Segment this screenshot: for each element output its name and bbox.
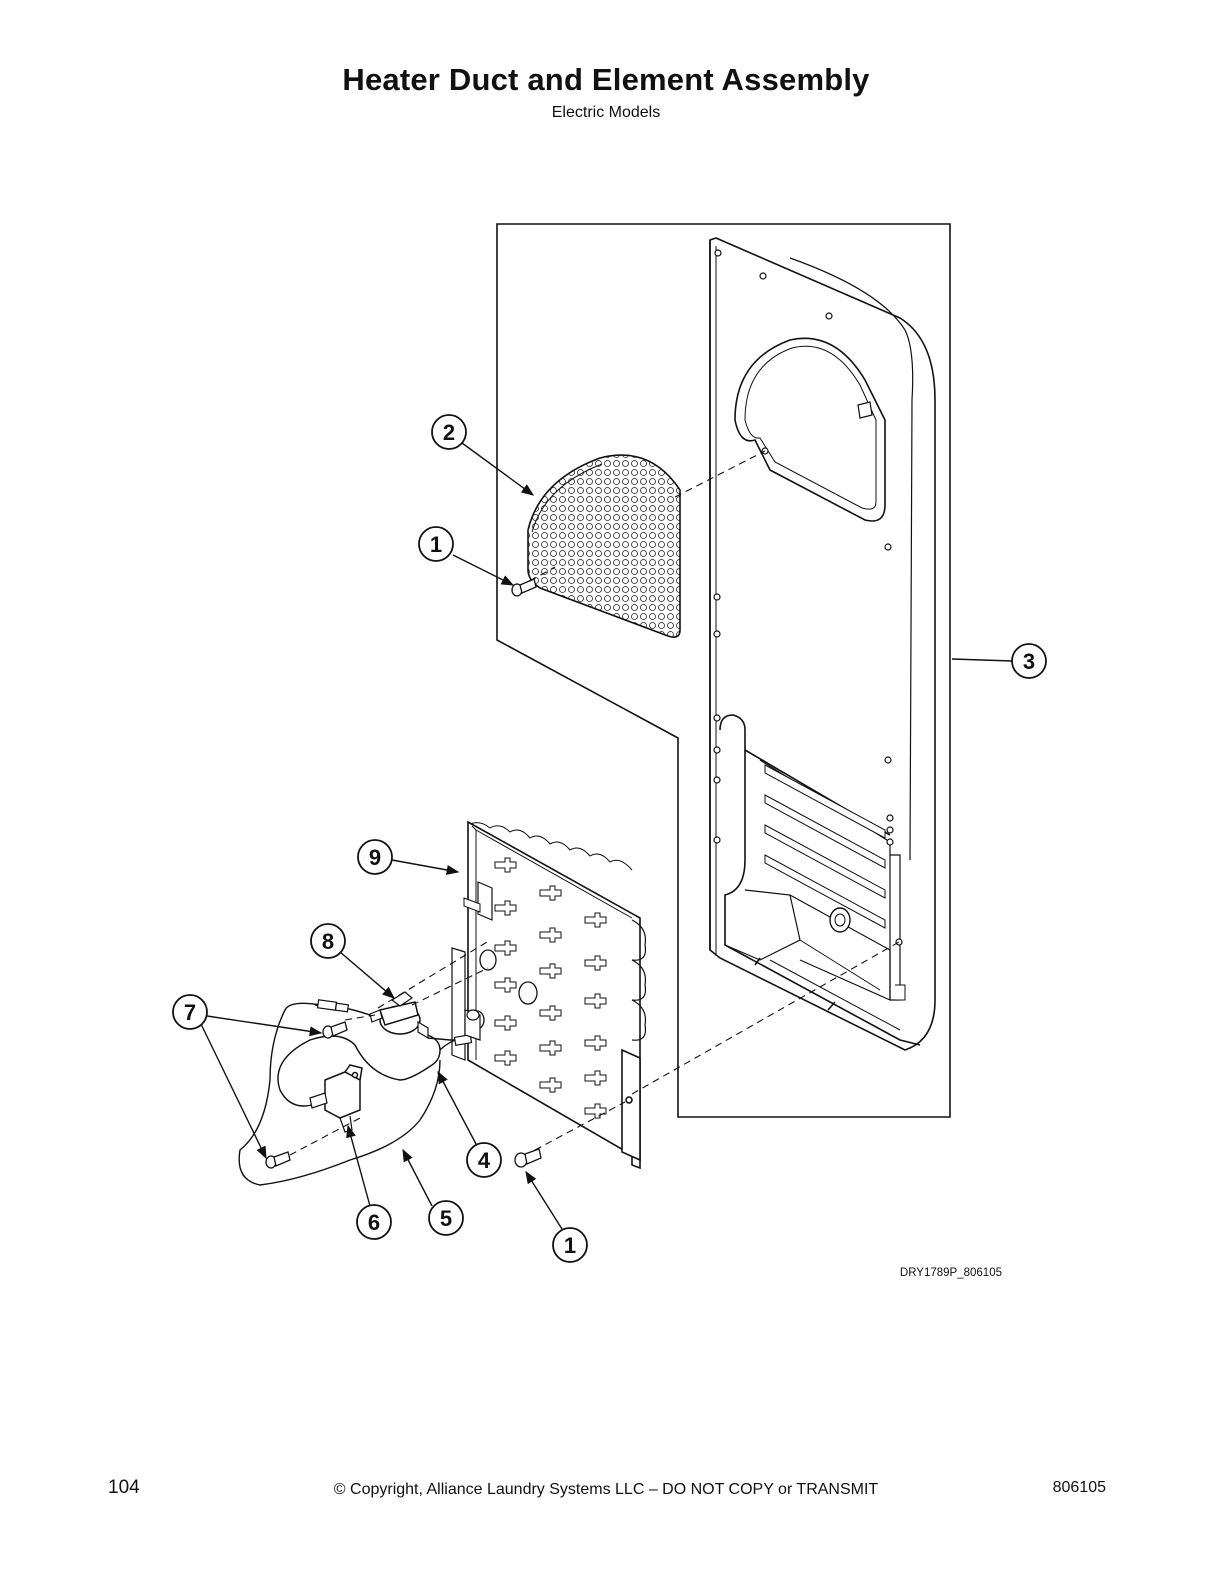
callout-5: 5 — [428, 1200, 464, 1236]
callout-4-label: 4 — [478, 1148, 491, 1173]
callout-2: 2 — [431, 414, 467, 450]
callout-8-label: 8 — [322, 929, 334, 954]
assembly-dash-lines — [289, 450, 900, 1156]
callout-3-label: 3 — [1023, 649, 1035, 674]
screw-grille — [511, 578, 537, 597]
callout-1-bottom-label: 1 — [564, 1233, 576, 1258]
callout-bubbles: 2 1 3 9 8 7 4 5 — [172, 414, 1047, 1263]
screw-element-plate — [514, 1148, 542, 1168]
page-number: 104 — [108, 1477, 140, 1498]
callout-1-bottom: 1 — [552, 1227, 588, 1263]
duct-mounting-holes — [713, 249, 903, 946]
page-title: Heater Duct and Element Assembly — [342, 62, 870, 97]
assembly-frame-outline — [496, 223, 951, 1118]
callout-6-label: 6 — [368, 1210, 380, 1235]
leader-lines — [199, 442, 1013, 1230]
callout-4: 4 — [466, 1142, 502, 1178]
heater-duct — [709, 237, 936, 1051]
screws — [265, 578, 542, 1169]
callout-9-label: 9 — [369, 845, 381, 870]
callout-3: 3 — [1011, 643, 1047, 679]
insulator-clips — [494, 857, 607, 1119]
callout-2-label: 2 — [443, 420, 455, 445]
lint-grille — [527, 454, 681, 638]
heater-element-plate — [451, 820, 647, 1170]
thermostat — [369, 991, 429, 1040]
screw-thermostat-upper — [322, 1021, 348, 1039]
callout-1-top: 1 — [418, 526, 454, 562]
screw-thermostat-lower — [265, 1151, 291, 1169]
page-subtitle: Electric Models — [551, 104, 661, 121]
figure-id: DRY1789P_806105 — [899, 1267, 1002, 1279]
hi-limit-thermostat — [309, 1064, 363, 1133]
callout-5-label: 5 — [440, 1206, 452, 1231]
callout-7-label: 7 — [184, 1000, 196, 1025]
copyright-notice: © Copyright, Alliance Laundry Systems LL… — [333, 1481, 879, 1498]
callout-8: 8 — [310, 923, 346, 959]
document-number: 806105 — [1052, 1479, 1106, 1496]
callout-1-top-label: 1 — [430, 532, 442, 557]
callout-9: 9 — [357, 839, 393, 875]
wire-terminals — [316, 999, 481, 1047]
callout-7: 7 — [172, 994, 208, 1030]
callout-6: 6 — [356, 1204, 392, 1240]
